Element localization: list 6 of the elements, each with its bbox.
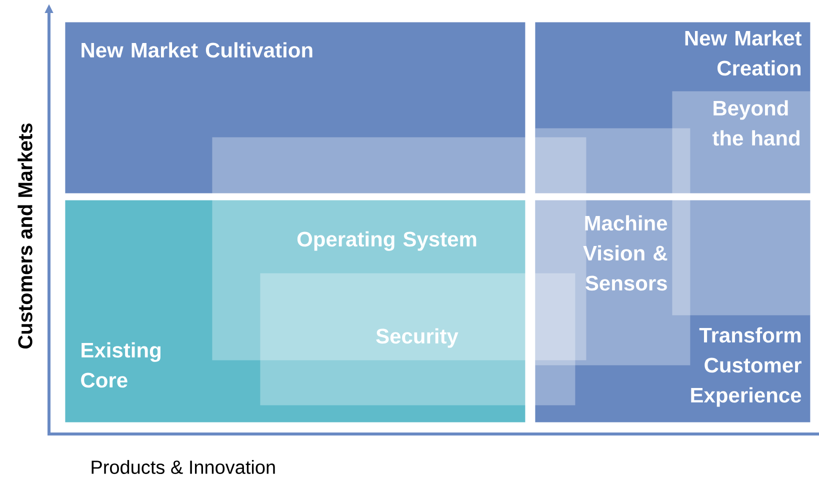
overlay-box: Beyond the hand [672,91,810,316]
overlay-box: Machine Vision & Sensors [535,128,690,366]
quadrant-box: New Market Cultivation [65,22,526,194]
overlay-box: Security [260,273,576,406]
axis-title: Products & Innovation [92,460,275,474]
axis-title: Customers and Markets [18,123,32,349]
